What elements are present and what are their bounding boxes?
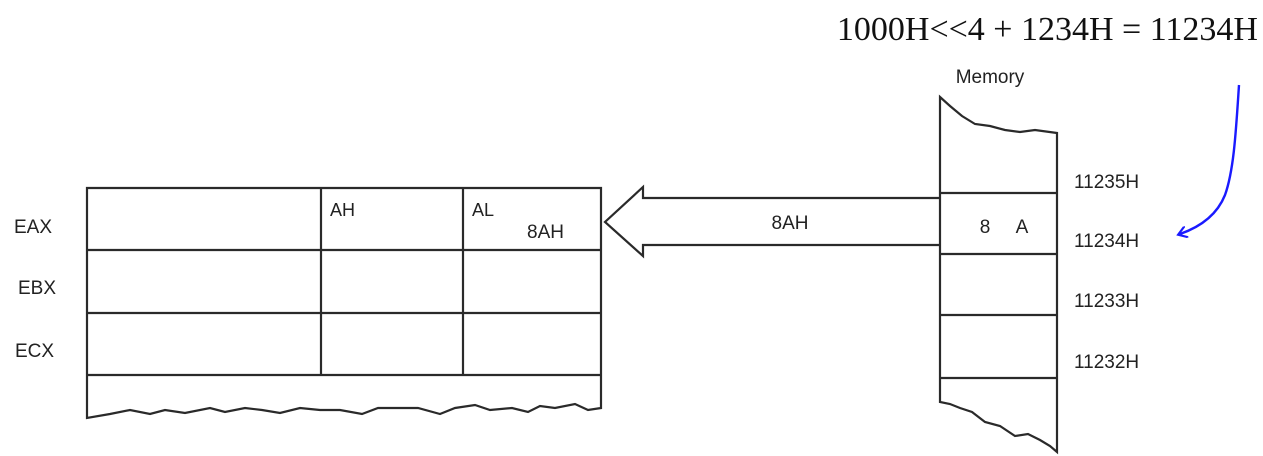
memory-address: 11234H (1074, 231, 1139, 252)
memory-title: Memory (956, 67, 1025, 88)
memory-address: 11235H (1074, 172, 1139, 193)
al-value: 8AH (527, 222, 564, 243)
transfer-label: 8AH (772, 213, 809, 234)
memory-column (938, 94, 1059, 455)
annotation-arrow-icon (1180, 84, 1241, 234)
register-label-ecx: ECX (15, 341, 54, 362)
al-label: AL (472, 200, 494, 220)
memory-address: 11233H (1074, 291, 1139, 312)
memory-cell-low-nibble: A (1016, 217, 1029, 238)
address-equation: 1000H<<4 + 1234H = 11234H (837, 11, 1258, 48)
register-file (85, 186, 603, 420)
memory-cell-high-nibble: 8 (980, 217, 991, 238)
ah-label: AH (330, 200, 355, 220)
register-label-eax: EAX (14, 217, 52, 238)
memory-address: 11232H (1074, 352, 1139, 373)
transfer-arrow (603, 184, 940, 259)
register-label-ebx: EBX (18, 278, 56, 299)
